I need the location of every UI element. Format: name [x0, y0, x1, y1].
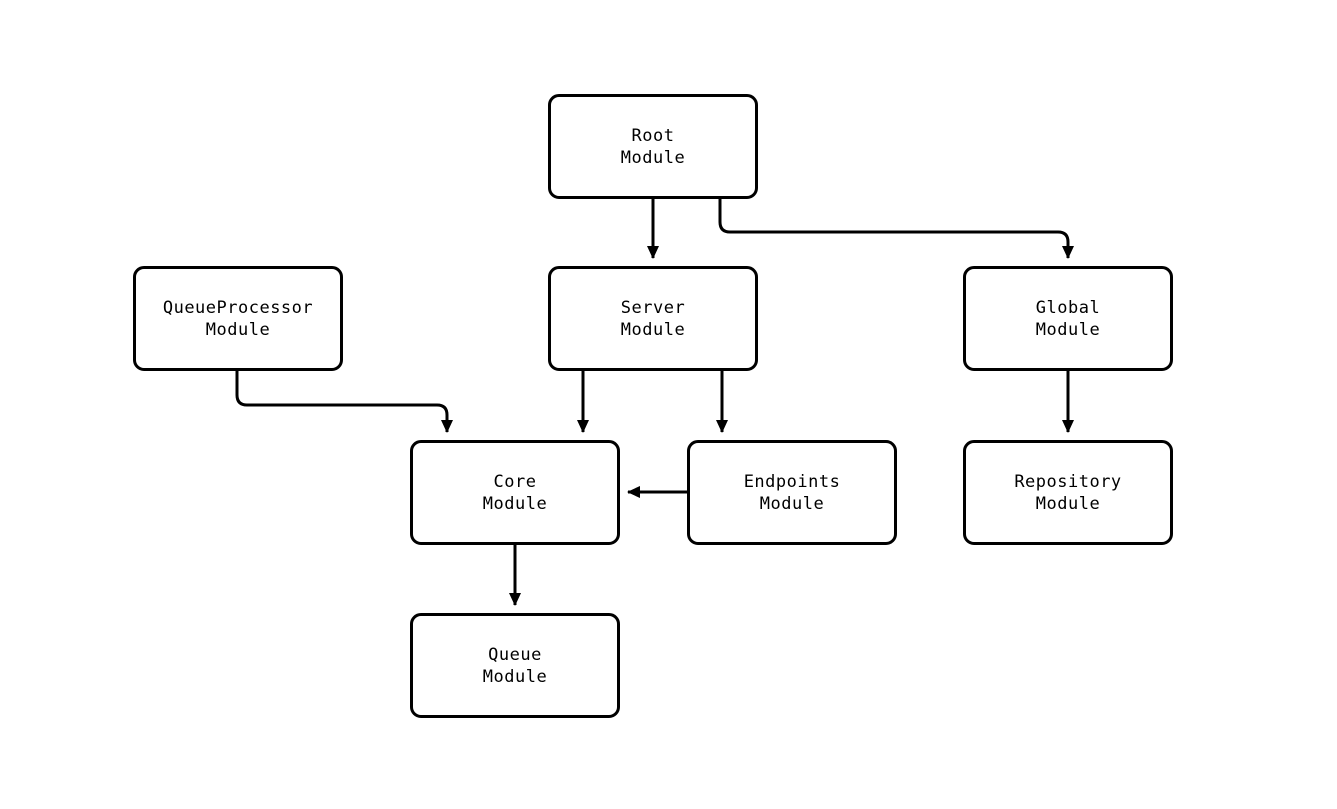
node-label-suffix: Module — [482, 666, 548, 687]
node-label-name: Global — [1035, 297, 1101, 318]
node-label-name: Root — [631, 125, 675, 146]
node-label-suffix: Module — [1035, 319, 1101, 340]
node-label-name: Endpoints — [743, 471, 841, 492]
node-label-suffix: Module — [482, 493, 548, 514]
node-label-suffix: Module — [620, 147, 686, 168]
node-label-suffix: Module — [1035, 493, 1101, 514]
node-label-suffix: Module — [759, 493, 825, 514]
node-label-name: Core — [493, 471, 537, 492]
node-label-suffix: Module — [620, 319, 686, 340]
edge-queueprocessor-to-core — [235, 371, 453, 433]
node-label-name: Repository — [1014, 471, 1122, 492]
node-label-name: Server — [620, 297, 686, 318]
node-label-suffix: Module — [205, 319, 271, 340]
node-label-name: QueueProcessor — [162, 297, 314, 318]
node-label-name: Queue — [488, 644, 542, 665]
edge-root-to-global — [718, 196, 1074, 259]
